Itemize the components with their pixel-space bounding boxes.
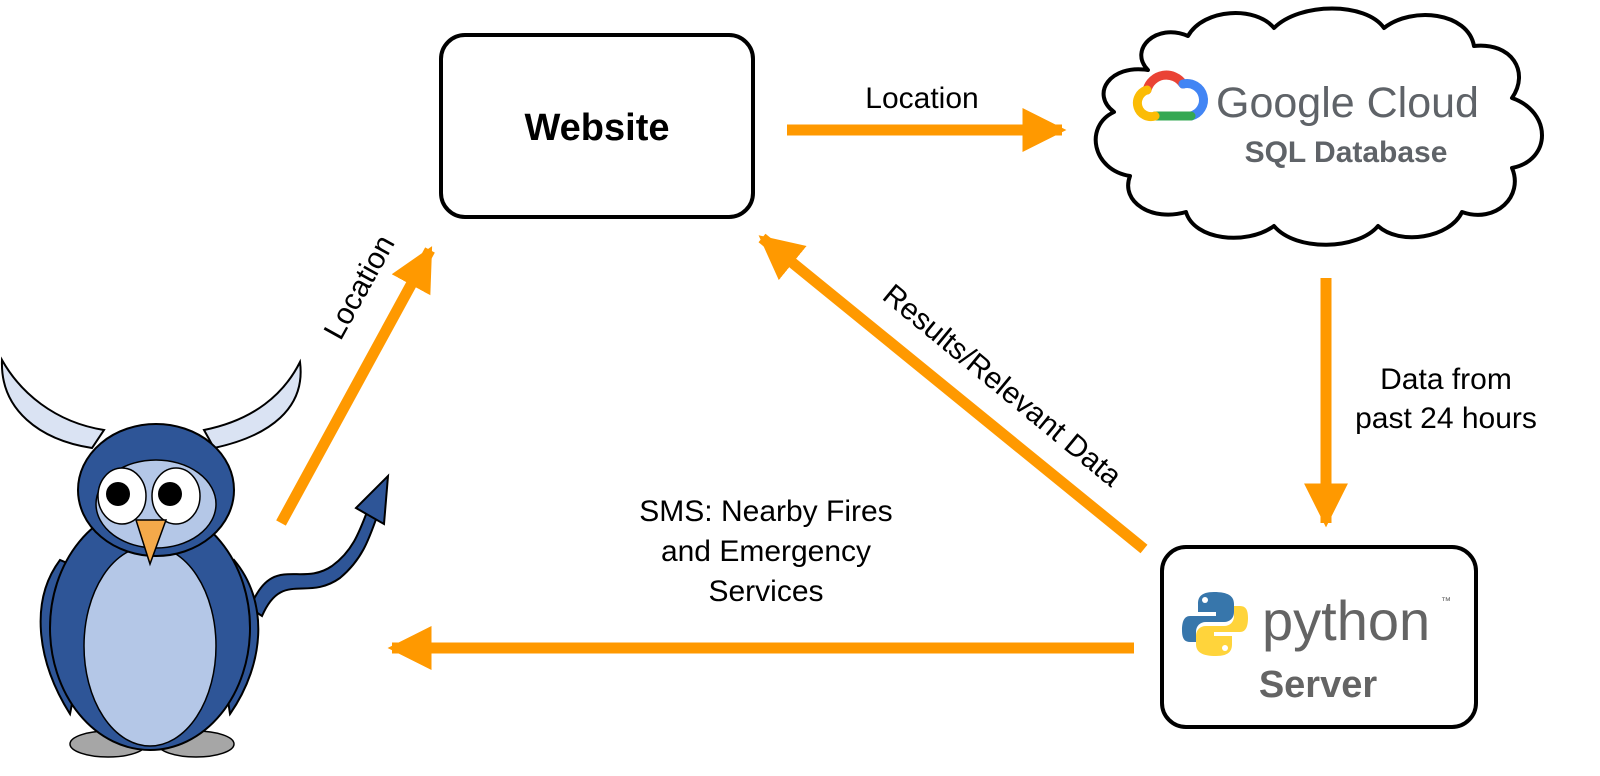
arrow-server-to-website — [758, 233, 1148, 554]
arrow-user-to-website — [276, 246, 435, 526]
edge-label-server-website: Results/Relevant Data — [876, 278, 1128, 494]
cloud-node: Google Cloud SQL Database — [1093, 6, 1544, 247]
server-node: python ™ Server — [1160, 545, 1478, 729]
owl-mascot-icon — [0, 356, 390, 758]
edge-label-sms-2: and Emergency — [661, 535, 871, 568]
server-label: Server — [1259, 664, 1378, 706]
edge-label-cloud-server-2: past 24 hours — [1355, 402, 1537, 435]
sql-database-label: SQL Database — [1245, 136, 1448, 169]
website-label: Website — [524, 107, 669, 149]
python-trademark: ™ — [1441, 596, 1451, 607]
edge-label-website-cloud: Location — [865, 82, 978, 115]
python-brand: python — [1262, 589, 1430, 652]
python-logo-icon — [1182, 592, 1248, 656]
website-node: Website — [439, 33, 755, 219]
google-cloud-brand: Google Cloud — [1216, 79, 1479, 127]
edge-label-cloud-server-1: Data from — [1380, 363, 1512, 396]
edge-label-sms-3: Services — [708, 575, 823, 608]
edge-label-sms-1: SMS: Nearby Fires — [639, 495, 892, 528]
google-cloud-logo-icon — [1132, 70, 1208, 122]
